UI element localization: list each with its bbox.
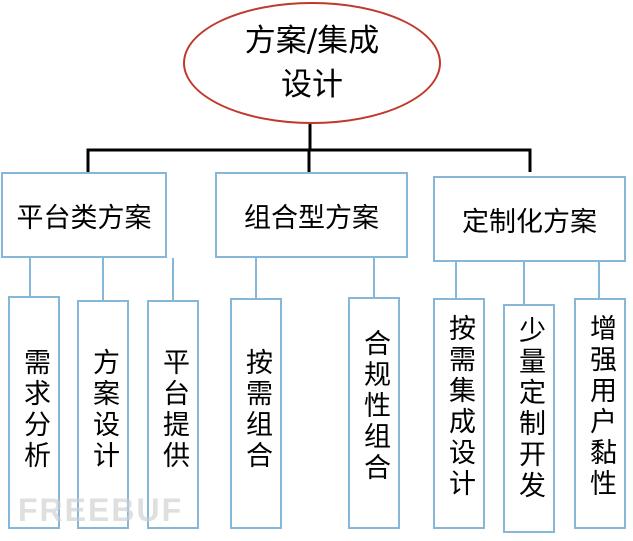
leaf-ondemand-integration-design: 按需集成设计 [433, 298, 485, 529]
category-customized: 定制化方案 [433, 176, 626, 262]
freebuf-watermark: FREEBUF [18, 492, 184, 528]
leaf-compliance-combination: 合规性组合 [348, 297, 400, 529]
category-label: 定制化方案 [462, 206, 597, 238]
category-combination: 组合型方案 [215, 172, 408, 258]
leaf-platform-provide: 平台提供 [147, 300, 199, 529]
root-label: 方案/集成设计 [244, 23, 380, 103]
leaf-label: 增强用户黏性 [585, 314, 616, 500]
category-label: 平台类方案 [16, 202, 152, 234]
top-bracket [86, 124, 532, 172]
leaf-label: 合规性组合 [359, 329, 390, 484]
leaf-label: 方案设计 [88, 348, 119, 472]
leaf-label: 需求分析 [19, 348, 50, 472]
category-label: 组合型方案 [244, 202, 379, 234]
leaf-label: 按需组合 [241, 348, 272, 472]
leaf-user-stickiness: 增强用户黏性 [574, 298, 626, 529]
leaf-light-customization: 少量定制开发 [503, 304, 555, 533]
leaf-label: 平台提供 [158, 348, 189, 472]
leaf-label: 少量定制开发 [514, 316, 545, 502]
leaf-label: 按需集成设计 [444, 314, 475, 500]
root-node: 方案/集成设计 [183, 2, 441, 124]
category-platform: 平台类方案 [1, 172, 167, 258]
leaf-requirements-analysis: 需求分析 [8, 296, 60, 529]
leaf-ondemand-combination: 按需组合 [230, 298, 282, 529]
leaf-solution-design: 方案设计 [77, 300, 129, 529]
